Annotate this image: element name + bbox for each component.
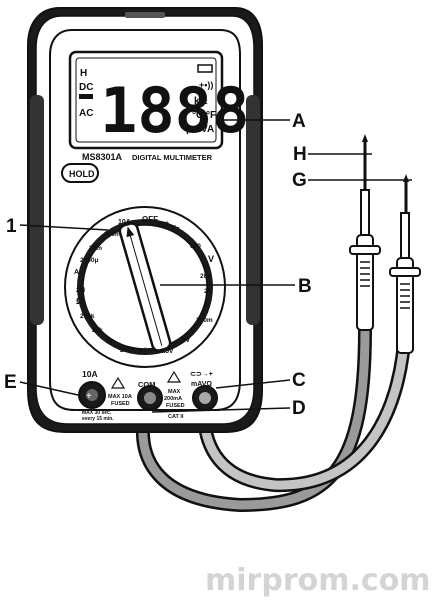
lcd-hold-indicator: H <box>80 68 87 79</box>
jack-vma-label: mAVΩ <box>191 381 212 388</box>
jack-ma-200ma: 200mA <box>164 396 182 402</box>
jack-10a[interactable]: + <box>78 381 106 409</box>
range-10a: 10A <box>118 219 131 226</box>
model-name: MS8301A <box>82 152 123 162</box>
battery-icon <box>197 64 213 73</box>
lcd-display: 1888 H DC AC →+•)) kΩ °C °F μmVA <box>68 50 249 150</box>
range-200m-a: 200m <box>104 231 121 238</box>
range-20k: 20k <box>92 327 103 334</box>
jack-10a-note1: MAX 30 sec. <box>82 410 112 416</box>
jack-vma[interactable] <box>192 385 218 411</box>
test-leads <box>136 323 412 513</box>
range-amode: A <box>74 269 79 276</box>
range-600: 600 <box>190 243 201 250</box>
lcd-ac-indicator: AC <box>79 108 93 119</box>
model-subtitle: DIGITAL MULTIMETER <box>132 153 213 162</box>
jack-vma-icon: ⊂⊃→+ <box>190 371 213 378</box>
range-2000u: 2000μ <box>80 257 98 264</box>
range-2m: 2M <box>76 287 85 294</box>
range-9v: 9V <box>182 337 191 344</box>
jack-10a-label: 10A <box>82 369 98 379</box>
jack-ma-fused: FUSED <box>166 403 185 409</box>
lcd-degree-indicator: °C °F <box>192 110 216 121</box>
lcd-diode-indicator: →+•)) <box>190 80 213 90</box>
minus-icon <box>79 94 93 99</box>
dial-knob[interactable] <box>118 222 172 352</box>
range-1-5v: 1.5V <box>160 348 174 355</box>
range-200-v: 200 <box>200 273 211 280</box>
jack-ma-max: MAX <box>168 389 181 395</box>
jack-10a-note2: every 15 min. <box>82 416 114 422</box>
warning-icon <box>166 370 182 383</box>
diode-icon: ▸| <box>140 346 146 355</box>
jack-com-label: COM <box>138 380 156 389</box>
lcd-dc-indicator: DC <box>79 82 93 93</box>
range-vac-symbol: V~ <box>171 225 180 232</box>
hold-button[interactable]: HOLD <box>61 163 99 183</box>
range-20-v: 20 <box>204 288 212 295</box>
callout-b: B <box>298 276 312 297</box>
callout-e: E <box>4 372 17 393</box>
callout-c: C <box>292 370 306 391</box>
range-vdc-symbol: V <box>208 254 214 264</box>
lcd-units-indicator: μmVA <box>186 124 214 135</box>
jack-10a-fused: FUSED <box>111 401 130 407</box>
jack-10a-max: MAX 10A <box>108 394 132 400</box>
callout-a: A <box>292 111 306 132</box>
warning-icon <box>110 376 126 389</box>
range-200-ohm: 200 <box>120 347 131 354</box>
range-200k: 200k <box>80 313 95 320</box>
callout-lines <box>19 119 412 413</box>
lcd-kohm-indicator: kΩ <box>194 96 208 107</box>
callout-d: D <box>292 398 306 419</box>
watermark: mirprom.com <box>205 563 431 598</box>
range-2-v: 2 <box>204 302 208 309</box>
range-ohm: Ω <box>76 296 83 306</box>
range-vac-200: 200 <box>158 221 169 228</box>
range-20m-a: 20m <box>89 245 102 252</box>
range-2k: 2k <box>106 338 114 345</box>
cat-rating: CAT II <box>168 414 184 420</box>
range-200m-v: 200m <box>196 317 213 324</box>
jack-com[interactable] <box>137 385 163 411</box>
callout-h: H <box>293 144 307 165</box>
range-off: OFF <box>142 215 158 224</box>
callout-1: 1 <box>6 216 17 237</box>
rotary-dial[interactable]: 10A OFF 200m 20m 2000μ A 2M Ω 200k 20k 2… <box>64 206 226 368</box>
probe-red[interactable] <box>389 174 421 354</box>
probe-black[interactable] <box>349 134 381 331</box>
plus-icon: + <box>86 391 92 402</box>
lcd-digits: 1888 <box>100 74 249 147</box>
callout-g: G <box>292 170 307 191</box>
hold-label: HOLD <box>69 169 95 179</box>
